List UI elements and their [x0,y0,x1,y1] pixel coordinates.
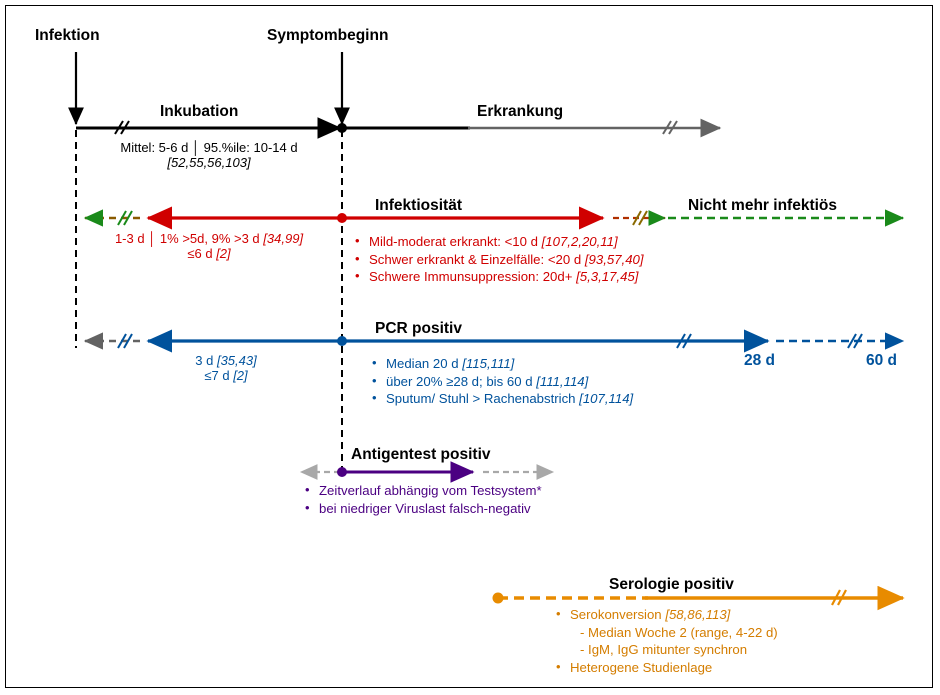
list-item: Sputum/ Stuhl > Rachenabstrich [107,114] [372,389,633,408]
incubation-note-refs: [52,55,56,103] [167,155,251,171]
infectivity-pre-note-line1: 1-3 d │ 1% >5d, 9% >3 d [34,99] [114,231,304,246]
label-pcr-positiv: PCR positiv [375,320,462,337]
label-serologie-positiv: Serologie positiv [609,576,734,593]
incubation-note-line1: Mittel: 5-6 d │ 95.%ile: 10-14 d [120,140,298,155]
label-infektiositaet: Infektiosität [375,197,462,214]
antigen-bullets: Zeitverlauf abhängig vom Testsystem* bei… [305,481,542,518]
pcr-tick-28d: 28 d [744,352,776,369]
label-nicht-mehr-infektioes: Nicht mehr infektiös [688,197,837,214]
list-item: bei niedriger Viruslast falsch-negativ [305,499,542,518]
list-item: - Median Woche 2 (range, 4-22 d) [580,624,778,640]
label-antigentest-positiv: Antigentest positiv [351,446,491,463]
incubation-note: Mittel: 5-6 d │ 95.%ile: 10-14 d [52,55,… [76,140,342,171]
infectivity-pre-note: 1-3 d │ 1% >5d, 9% >3 d [34,99] ≤6 d [2] [76,231,342,262]
list-item: über 20% ≥28 d; bis 60 d [111,114] [372,372,633,391]
infectivity-onset-dot [337,213,347,223]
infectivity-pre-note-line2: ≤6 d [2] [187,246,231,262]
symptom-onset-dot [337,123,347,133]
pcr-pre-note-line2: ≤7 d [2] [204,368,248,384]
label-symptombeginn: Symptombeginn [267,27,389,44]
break-mark-serology [831,589,847,606]
pcr-pre-note: 3 d [35,43] ≤7 d [2] [110,353,342,384]
list-item: Serokonversion [58,86,113] [556,605,778,624]
list-item: Mild-moderat erkrankt: <10 d [107,2,20,1… [355,232,644,251]
list-item: Zeitverlauf abhängig vom Testsystem* [305,481,542,500]
infectivity-bullets: Mild-moderat erkrankt: <10 d [107,2,20,1… [355,232,644,286]
list-item: Schwere Immunsuppression: 20d+ [5,3,17,4… [355,267,644,286]
break-mark-illness [662,120,678,135]
pcr-bullets: Median 20 d [115,111] über 20% ≥28 d; bi… [372,354,633,408]
break-mark-pcr-right [676,333,692,349]
list-item: Heterogene Studienlage [556,658,778,677]
list-item: - IgM, IgG mitunter synchron [580,642,748,658]
serology-bullets: Serokonversion [58,86,113] - Median Woch… [556,605,778,677]
list-item: Median 20 d [115,111] [372,354,633,373]
break-mark-incubation [114,120,130,135]
list-item: Schwer erkrankt & Einzelfälle: <20 d [93… [355,250,644,269]
pcr-onset-dot [337,336,347,346]
label-infektion: Infektion [35,27,100,44]
serology-start-dot [492,592,504,604]
figure-border [5,5,933,688]
break-mark-pcr-tail [847,333,863,349]
pcr-pre-note-line1: 3 d [35,43] [195,353,257,368]
antigen-onset-dot [337,467,347,477]
break-mark-pcr-left [117,333,133,349]
label-inkubation: Inkubation [160,103,239,120]
label-erkrankung: Erkrankung [477,103,564,120]
pcr-tick-60d: 60 d [866,352,898,369]
break-mark-infectivity-right [632,210,648,226]
break-mark-infectivity-left [117,210,133,226]
